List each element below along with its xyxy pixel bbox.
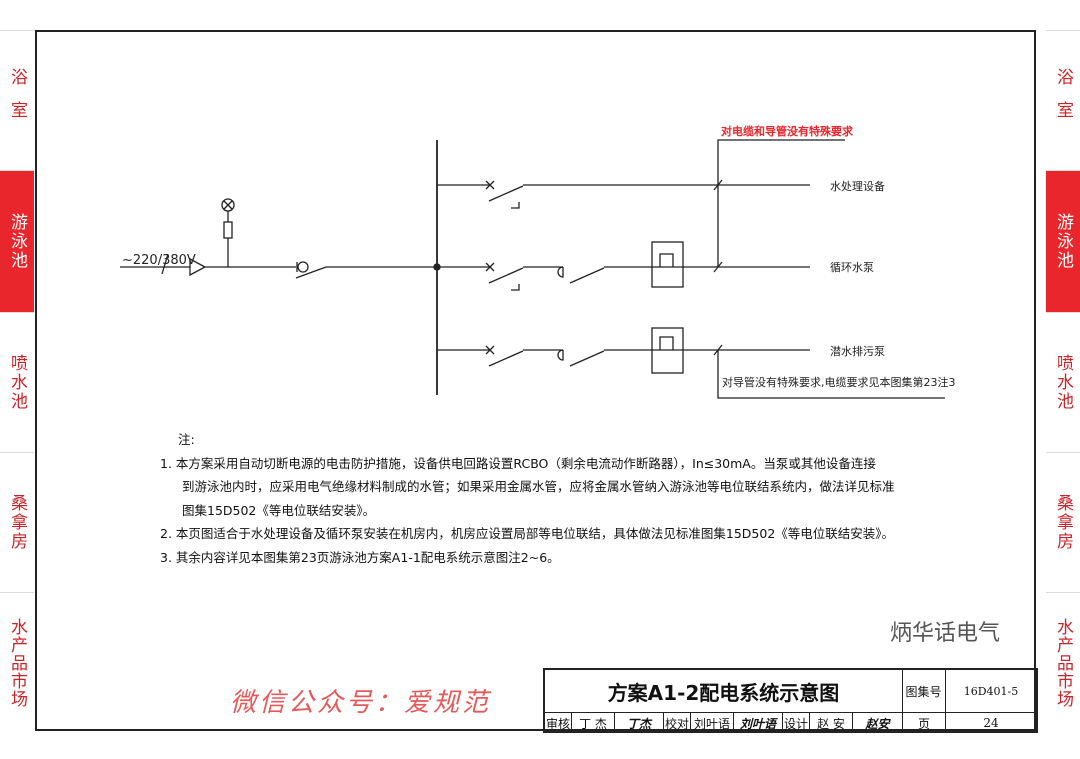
tab-fountain-right[interactable]: 喷水池 xyxy=(1046,312,1080,452)
tab-swimming-pool[interactable]: 游泳池 xyxy=(0,170,34,312)
page-label: 页 xyxy=(903,713,946,733)
tab-label: 游泳池 xyxy=(1053,213,1073,270)
branch-1 xyxy=(437,180,810,209)
notes-heading: 注: xyxy=(178,432,195,447)
tab-bathroom[interactable]: 浴室 xyxy=(0,30,34,170)
review-label: 审核 xyxy=(545,713,572,733)
load-label: 潜水排污泵 xyxy=(830,344,885,358)
tab-label: 游泳池 xyxy=(7,213,27,270)
tab-sauna-right[interactable]: 桑拿房 xyxy=(1046,452,1080,592)
tab-bathroom-right[interactable]: 浴室 xyxy=(1046,30,1080,170)
note-line: 1. 本方案采用自动切断电源的电击防护措施，设备供电回路设置RCBO（剩余电流动… xyxy=(160,455,876,471)
tab-seafood-market[interactable]: 水产品市场 xyxy=(0,592,34,733)
tab-label: 浴室 xyxy=(1053,67,1073,134)
supply-input: ~220/380V xyxy=(120,253,296,277)
tab-swimming-pool-right[interactable]: 游泳池 xyxy=(1046,170,1080,312)
atlas-label: 图集号 xyxy=(902,670,946,713)
branch-2 xyxy=(437,241,810,291)
designer-signature: 赵安 xyxy=(853,713,903,733)
drawing-title: 方案A1-2配电系统示意图 xyxy=(545,670,903,713)
design-label: 设计 xyxy=(783,713,810,733)
tab-label: 水产品市场 xyxy=(1053,618,1073,708)
tab-label: 桑拿房 xyxy=(1053,494,1073,551)
tab-fountain[interactable]: 喷水池 xyxy=(0,312,34,452)
tab-seafood-market-right[interactable]: 水产品市场 xyxy=(1046,592,1080,733)
reviewer: 丁 杰 xyxy=(572,713,615,733)
notes: 注: 1. 本方案采用自动切断电源的电击防护措施，设备供电回路设置RCBO（剩余… xyxy=(160,428,940,569)
tab-label: 水产品市场 xyxy=(7,618,27,708)
main-isolator-switch-icon xyxy=(295,261,437,279)
leader-lines xyxy=(713,139,945,399)
designer: 赵 安 xyxy=(810,713,853,733)
tab-label: 喷水池 xyxy=(7,354,27,411)
tab-label: 浴室 xyxy=(7,67,27,134)
note-2: 2. 本页图适合于水处理设备及循环泵安装在机房内，机房应设置局部等电位联结，具体… xyxy=(160,526,895,541)
checker-signature: 刘叶语 xyxy=(734,713,783,733)
title-block: 方案A1-2配电系统示意图 图集号 16D401-5 审核 丁 杰 丁杰 校对 … xyxy=(543,668,1038,733)
supply-voltage: ~220/380V xyxy=(122,253,196,268)
reviewer-signature: 丁杰 xyxy=(615,713,664,733)
atlas-number: 16D401-5 xyxy=(946,670,1036,713)
check-label: 校对 xyxy=(664,713,691,733)
watermark-account: 炳华话电气 xyxy=(890,621,1001,646)
checker: 刘叶语 xyxy=(691,713,734,733)
cable-note-bottom: 对导管没有特殊要求,电缆要求见本图集第23注3 xyxy=(722,375,956,389)
load-label: 水处理设备 xyxy=(830,179,885,193)
load-label: 循环水泵 xyxy=(830,261,874,274)
tab-label: 喷水池 xyxy=(1053,354,1073,411)
drawing-frame xyxy=(35,30,1036,731)
branch-3 xyxy=(437,327,810,374)
watermark-wechat: 微信公众号：爱规范 xyxy=(230,688,492,718)
note-line: 到游泳池内时，应采用电气绝缘材料制成的水管；如果采用金属水管，应将金属水管纳入游… xyxy=(182,479,895,494)
cable-note-top: 对电缆和导管没有特殊要求 xyxy=(721,124,854,138)
page-number: 24 xyxy=(983,716,999,730)
note-1: 1. 本方案采用自动切断电源的电击防护措施，设备供电回路设置RCBO（剩余电流动… xyxy=(160,452,940,523)
tab-label: 桑拿房 xyxy=(7,494,27,551)
note-line: 图集15D502《等电位联结安装》。 xyxy=(182,502,376,518)
note-3: 3. 其余内容详见本图集第23页游泳池方案A1-1配电系统示意图注2~6。 xyxy=(160,549,560,565)
tab-sauna[interactable]: 桑拿房 xyxy=(0,452,34,592)
indicator-lamp-icon xyxy=(221,198,235,267)
